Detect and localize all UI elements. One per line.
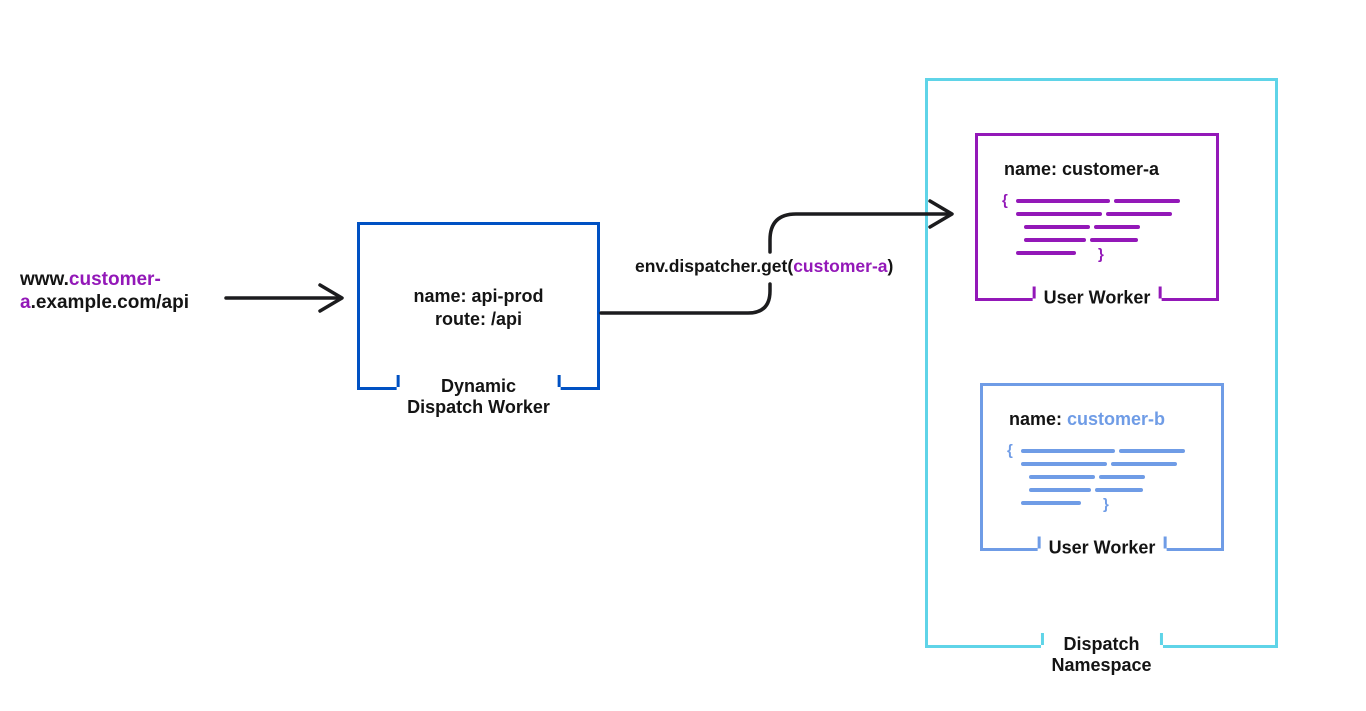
dispatch-namespace-label-line2: Namespace xyxy=(1051,655,1152,675)
dispatch-worker-label-line1: Dynamic xyxy=(440,376,517,396)
svg-text:}: } xyxy=(1103,496,1109,513)
dispatch-worker-label-line2: Dispatch Worker xyxy=(407,397,550,417)
dispatch-namespace-label-line1: Dispatch xyxy=(1063,634,1140,654)
worker-name-prefix: name: xyxy=(1009,409,1068,429)
user-worker-b-box: name: customer-b { } User Worker xyxy=(980,383,1224,559)
svg-text:{: { xyxy=(1002,192,1008,209)
request-url-line1: www.customer- xyxy=(20,268,189,291)
url-text: .example.com/api xyxy=(30,292,189,313)
request-url-line2: a.example.com/api xyxy=(20,291,189,314)
dispatch-namespace-label: Dispatch Namespace xyxy=(1040,633,1163,676)
url-text: www. xyxy=(20,269,69,290)
worker-name-prefix: name: xyxy=(1004,159,1063,179)
user-worker-a-label: User Worker xyxy=(1032,286,1162,309)
dispatch-worker-name: name: api-prod xyxy=(413,286,544,306)
dispatcher-connector-upper xyxy=(768,212,950,254)
dispatch-namespace-box: Dispatch Namespace xyxy=(925,78,1278,676)
dynamic-dispatch-worker-label: Dynamic Dispatch Worker xyxy=(396,375,561,418)
code-lines-icon: { } xyxy=(1002,192,1180,263)
worker-name-value: customer-a xyxy=(1062,159,1160,179)
env-call-suffix: ) xyxy=(887,256,894,276)
worker-name-value: customer-b xyxy=(1067,409,1166,429)
request-arrowhead-icon xyxy=(318,283,344,313)
dispatch-worker-route: route: /api xyxy=(434,309,522,329)
dynamic-dispatch-worker-box: name: api-prod route: /api Dynamic Dispa… xyxy=(357,222,600,418)
user-worker-b-label: User Worker xyxy=(1037,536,1167,559)
url-customer-highlight: a xyxy=(20,292,31,313)
request-url: www.customer- a.example.com/api xyxy=(20,268,189,314)
dispatcher-connector-lower xyxy=(599,282,772,315)
user-worker-a-name: name: customer-a xyxy=(1004,159,1159,180)
user-worker-b-name: name: customer-b xyxy=(1009,409,1165,430)
env-call-prefix: env.dispatcher.get( xyxy=(635,256,794,276)
svg-text:{: { xyxy=(1007,442,1013,459)
url-customer-highlight: customer- xyxy=(68,269,161,290)
svg-text:}: } xyxy=(1098,246,1104,263)
code-lines-icon: { } xyxy=(1007,442,1185,513)
dispatch-worker-config: name: api-prod route: /api xyxy=(360,285,597,331)
env-call-arg: customer-a xyxy=(793,256,888,276)
user-worker-a-box: name: customer-a { } User Worker xyxy=(975,133,1219,309)
env-dispatcher-call: env.dispatcher.get(customer-a) xyxy=(633,255,896,278)
